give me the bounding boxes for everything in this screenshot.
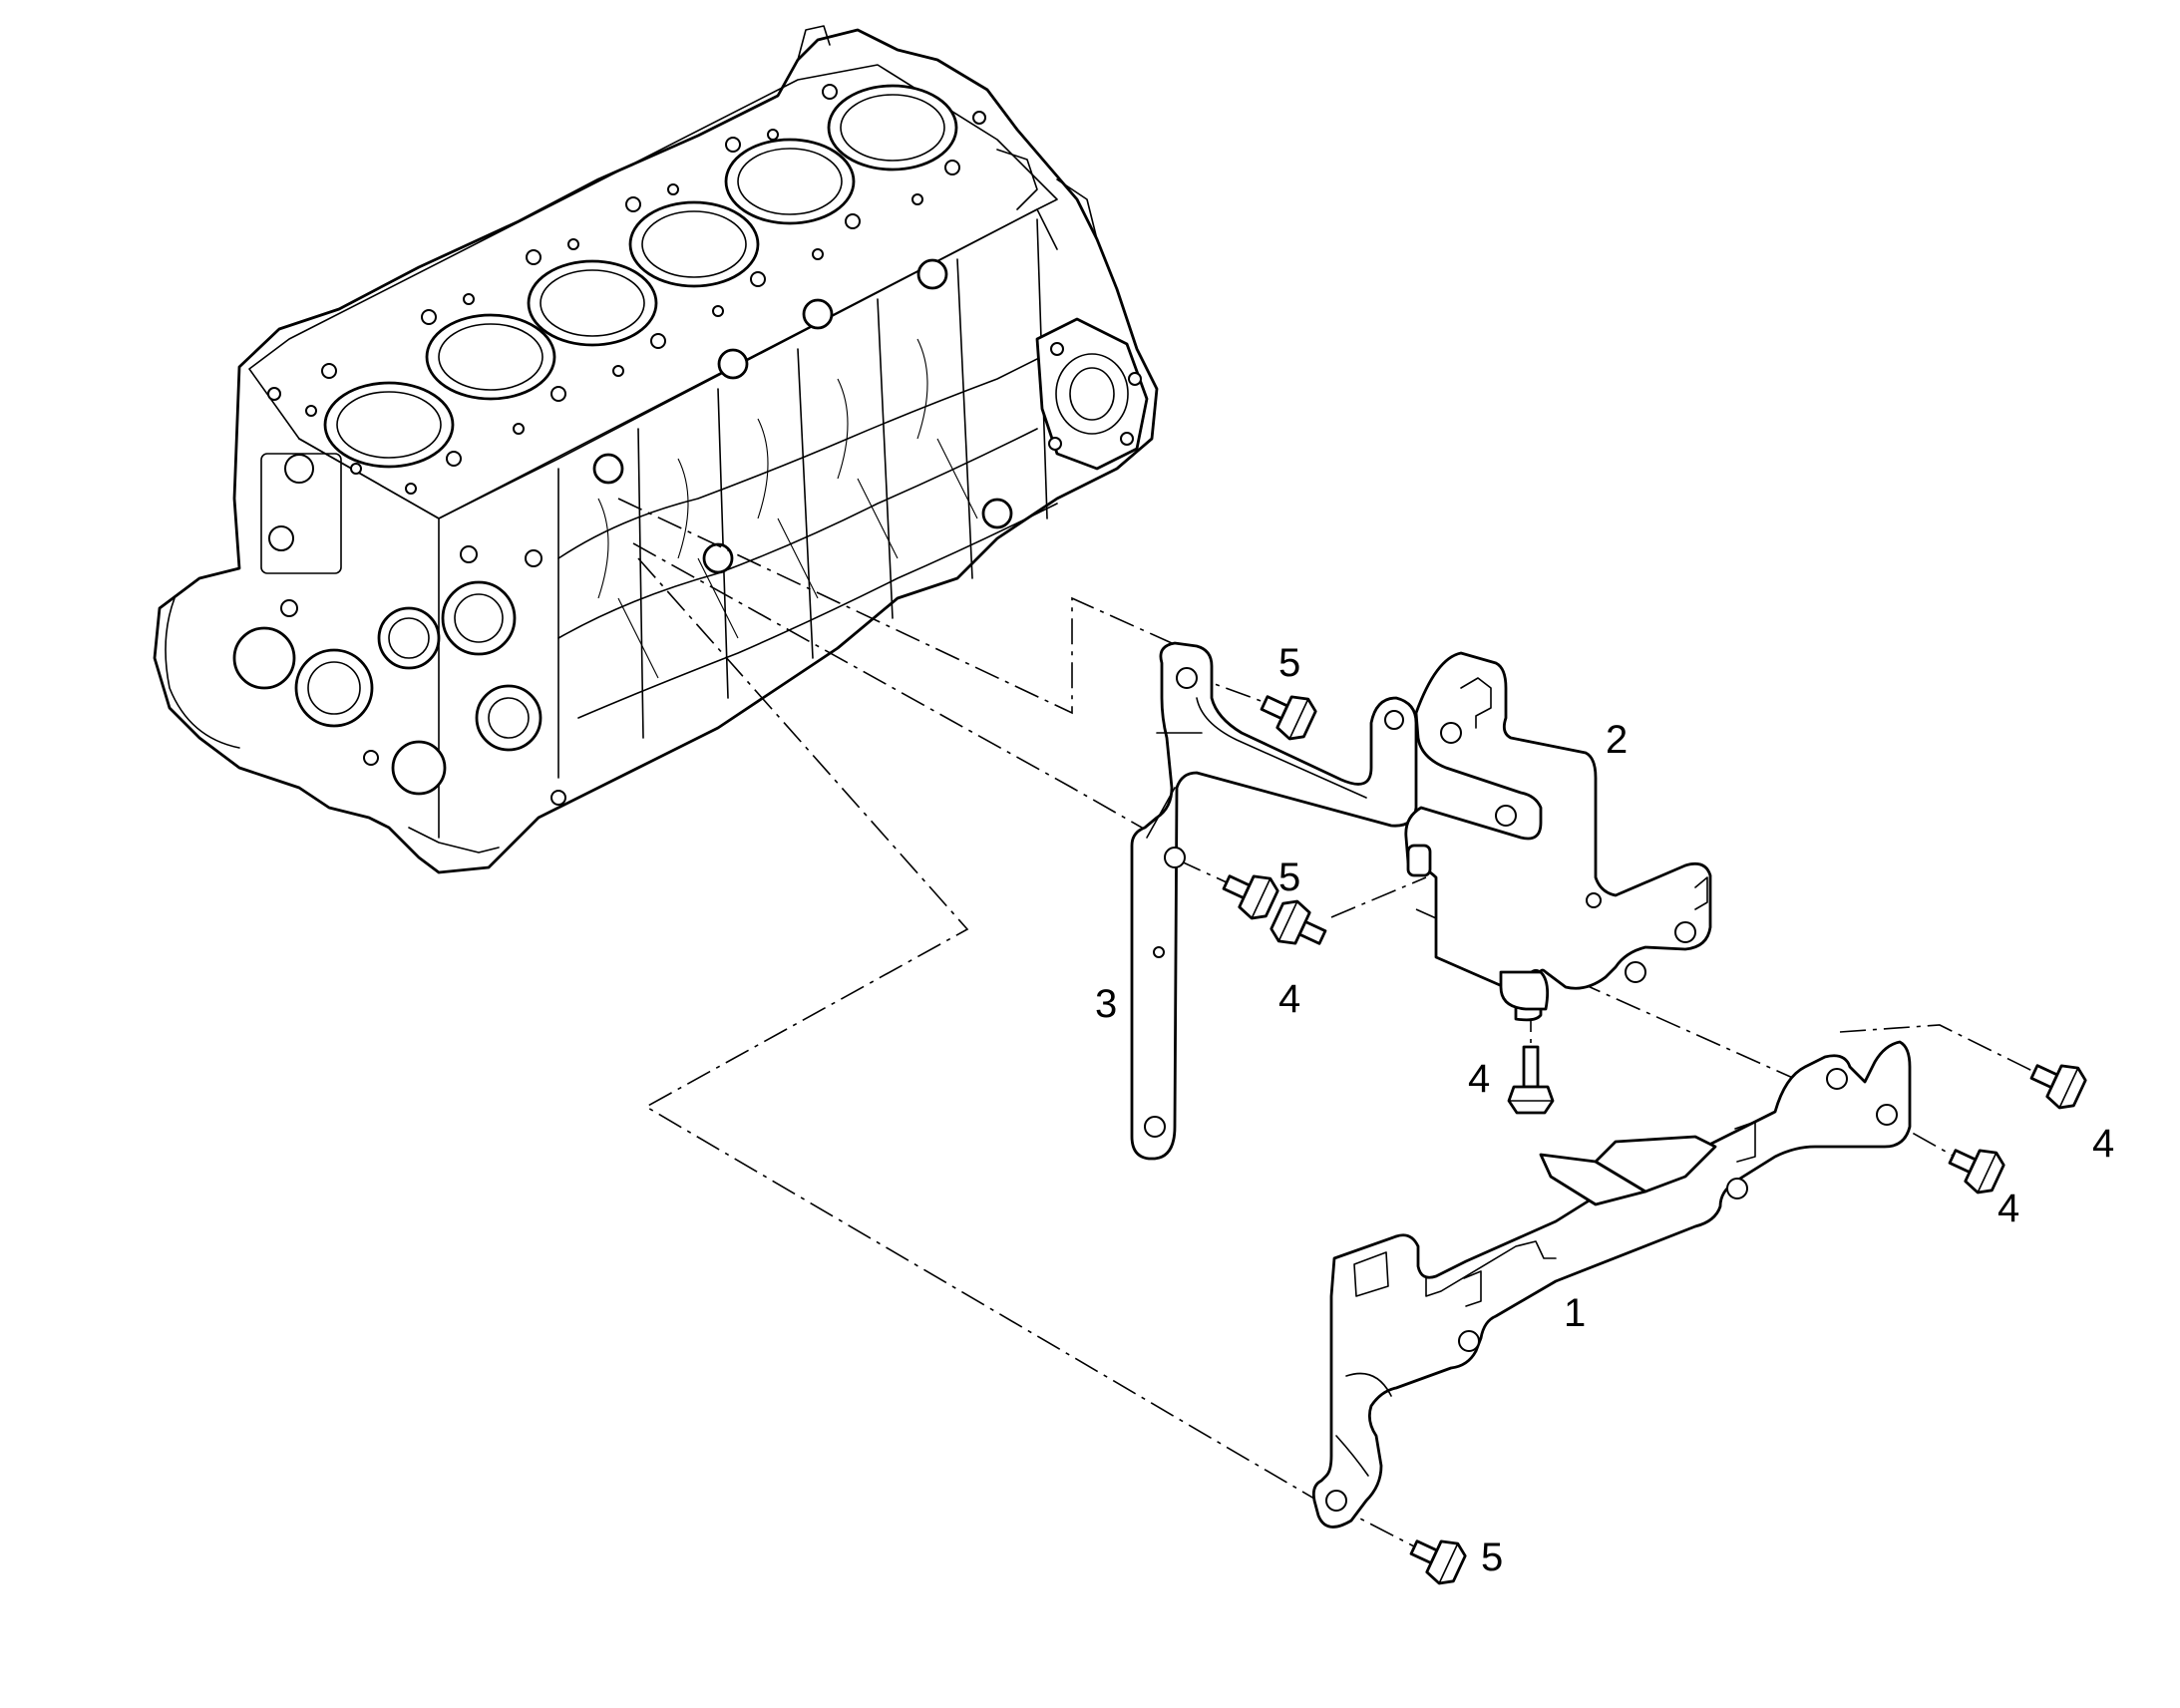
engine-block	[153, 25, 1159, 874]
assembly-line-bolt4-right	[1839, 1024, 2035, 1073]
deck-bolt-holes	[267, 84, 986, 495]
callout-bolt-4-right-lower: 4	[1998, 1187, 2019, 1230]
callout-part-2: 2	[1606, 718, 1628, 762]
bolt-5-low	[1409, 1539, 1467, 1585]
callout-part-3: 3	[1095, 982, 1117, 1026]
bracket-1	[1311, 1040, 1912, 1529]
callout-bolt-5-low: 5	[1481, 1536, 1503, 1579]
callout-part-1: 1	[1564, 1291, 1586, 1335]
callout-bolt-5-mid: 5	[1278, 855, 1300, 899]
assembly-line-bracket1-lower	[637, 557, 1327, 1507]
callout-bolt-4-left: 4	[1278, 977, 1300, 1021]
bracket-2	[1404, 651, 1712, 1022]
assembly-line-bracket3-top	[617, 498, 1173, 715]
bolt-5-mid	[1222, 874, 1279, 920]
callout-bolt-5-top: 5	[1278, 641, 1300, 685]
bolt-4-left	[1270, 899, 1327, 945]
bolt-5-top	[1260, 695, 1317, 741]
assembly-line-bolt5-mid	[1176, 858, 1228, 883]
bolt-4-right-upper	[2029, 1064, 2087, 1110]
bracket-3	[1130, 641, 1418, 1161]
assembly-line-bolt4-left	[1330, 876, 1427, 918]
assembly-lines	[617, 498, 2035, 1548]
bolt-4-right-lower	[1948, 1149, 2005, 1195]
bolt-4-vertical	[1507, 1045, 1555, 1115]
callout-bolt-4-vertical: 4	[1468, 1057, 1490, 1101]
callout-bolt-4-right-upper: 4	[2092, 1122, 2114, 1166]
